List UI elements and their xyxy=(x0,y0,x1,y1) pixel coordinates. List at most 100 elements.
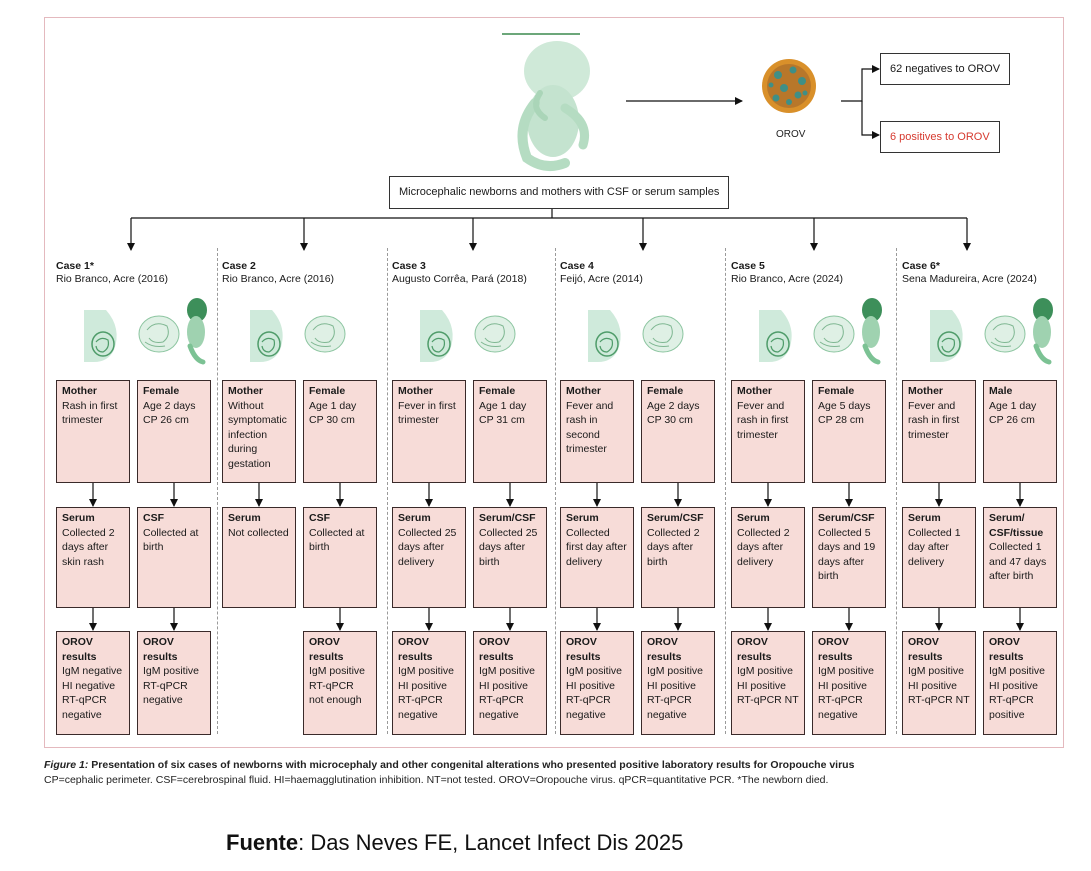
mother-result-box-text: IgM positive HI positive RT-qPCR negativ… xyxy=(566,665,623,721)
samples-box: Microcephalic newborns and mothers with … xyxy=(389,176,730,209)
mother-sample-box-head: Serum xyxy=(228,512,261,524)
virus-icon xyxy=(762,59,816,113)
microcephaly-head-icon xyxy=(138,298,207,365)
newborn-sample-box-head: CSF xyxy=(309,512,330,524)
mother-info-box-text: Rash in first trimester xyxy=(62,399,118,427)
mother-info-box-text: Fever in first trimester xyxy=(398,399,456,427)
column-separator xyxy=(896,248,897,734)
mother-info-box-head: Mother xyxy=(398,385,433,397)
newborn-sample-box-head: Serum/CSF xyxy=(647,512,704,524)
figure-caption: Figure 1: Presentation of six cases of n… xyxy=(44,758,1044,788)
column-separator xyxy=(725,248,726,734)
figure-frame xyxy=(44,17,1064,748)
mother-result-box-head: OROV results xyxy=(908,636,943,663)
mother-result-box-head: OROV results xyxy=(398,636,433,663)
mother-info-box-text: Without symptomatic infection during ges… xyxy=(228,399,287,470)
microcephaly-head-icon xyxy=(304,315,346,353)
mother-sample-box-head: Serum xyxy=(62,512,95,524)
mother-info-box-text: Fever and rash in first trimester xyxy=(737,399,789,441)
mother-sample-box-text: Collected 25 days after delivery xyxy=(398,526,457,568)
newborn-info-box-head: Female xyxy=(479,385,516,397)
microcephaly-head-icon xyxy=(642,315,684,353)
newborn-sample-box-text: Collected at birth xyxy=(143,526,199,554)
mother-sample-box-head: Serum xyxy=(908,512,941,524)
case-header-1: Case 1*Rio Branco, Acre (2016) xyxy=(56,260,216,286)
newborn-sample-box-text: Collected at birth xyxy=(309,526,365,554)
mother-sample-box-text: Collected 2 days after skin rash xyxy=(62,526,115,568)
mother-result-box-head: OROV results xyxy=(737,636,772,663)
mother-info-box-head: Mother xyxy=(228,385,263,397)
case-title: Case 1* xyxy=(56,260,94,272)
case-title: Case 5 xyxy=(731,260,765,272)
caption-title: Presentation of six cases of newborns wi… xyxy=(91,759,855,771)
pregnant-mother-icon xyxy=(420,310,453,362)
mother-sample-box-text: Collected 2 days after delivery xyxy=(737,526,790,568)
newborn-info-box-text: Age 1 day CP 30 cm xyxy=(309,399,357,427)
newborn-info-box-head: Female xyxy=(309,385,346,397)
source-label: Fuente xyxy=(226,830,299,855)
mother-result-box-text: IgM positive HI positive RT-qPCR NT xyxy=(908,665,970,706)
column-separator xyxy=(387,248,388,734)
newborn-result-box-head: OROV results xyxy=(989,636,1024,663)
case-location: Augusto Corrêa, Pará (2018) xyxy=(392,273,527,285)
microcephaly-head-icon xyxy=(984,298,1053,365)
newborn-result-box-text: IgM positive RT-qPCR not enough xyxy=(309,665,366,706)
negatives-box: 62 negatives to OROV xyxy=(880,53,1011,85)
case-title: Case 2 xyxy=(222,260,256,272)
mother-sample-box-head: Serum xyxy=(398,512,431,524)
newborn-result-box-text: IgM positive RT-qPCR negative xyxy=(143,665,200,706)
pregnant-mother-icon xyxy=(759,310,792,362)
newborn-info-box-text: Age 2 days CP 26 cm xyxy=(143,399,196,427)
mother-info-box-text: Fever and rash in second trimester xyxy=(566,399,614,456)
case-location: Sena Madureira, Acre (2024) xyxy=(902,273,1037,285)
newborn-info-box-head: Female xyxy=(818,385,855,397)
fetus-icon xyxy=(517,41,590,172)
pregnant-mother-icon xyxy=(588,310,621,362)
newborn-sample-box-text: Collected 5 days and 19 days after birth xyxy=(818,526,876,583)
mother-info-box-head: Mother xyxy=(566,385,601,397)
newborn-info-box-text: Age 5 days CP 28 cm xyxy=(818,399,871,427)
case-title: Case 3 xyxy=(392,260,426,272)
case-location: Rio Branco, Acre (2016) xyxy=(56,273,169,285)
mother-info-box-head: Mother xyxy=(62,385,97,397)
newborn-result-box-head: OROV results xyxy=(647,636,682,663)
mother-sample-box-text: Collected first day after delivery xyxy=(566,526,627,568)
newborn-sample-box-text: Collected 2 days after birth xyxy=(647,526,700,568)
source-text: : Das Neves FE, Lancet Infect Dis 2025 xyxy=(298,830,684,855)
pregnant-mother-icon xyxy=(84,310,117,362)
newborn-sample-box-head: Serum/CSF xyxy=(479,512,536,524)
newborn-result-box-text: IgM positive HI positive RT-qPCR positiv… xyxy=(989,665,1046,721)
newborn-result-box-head: OROV results xyxy=(479,636,514,663)
newborn-sample-box: Serum/CSF Collected 2 days after birth xyxy=(641,507,715,608)
newborn-sample-box-text: Collected 1 and 47 days after birth xyxy=(989,541,1047,582)
case-title: Case 4 xyxy=(560,260,594,272)
mother-result-box-text: IgM positive HI positive RT-qPCR negativ… xyxy=(398,665,455,721)
newborn-result-box-head: OROV results xyxy=(143,636,178,663)
column-separator xyxy=(555,248,556,734)
caption-notes: CP=cephalic perimeter. CSF=cerebrospinal… xyxy=(44,774,829,786)
positives-box: 6 positives to OROV xyxy=(880,121,1000,153)
newborn-result-box-text: IgM positive HI positive RT-qPCR negativ… xyxy=(479,665,536,721)
caption-figure-label: Figure 1: xyxy=(44,759,89,771)
mother-sample-box-head: Serum xyxy=(566,512,599,524)
mother-sample-box-text: Not collected xyxy=(228,526,289,539)
microcephaly-head-icon xyxy=(813,298,882,365)
